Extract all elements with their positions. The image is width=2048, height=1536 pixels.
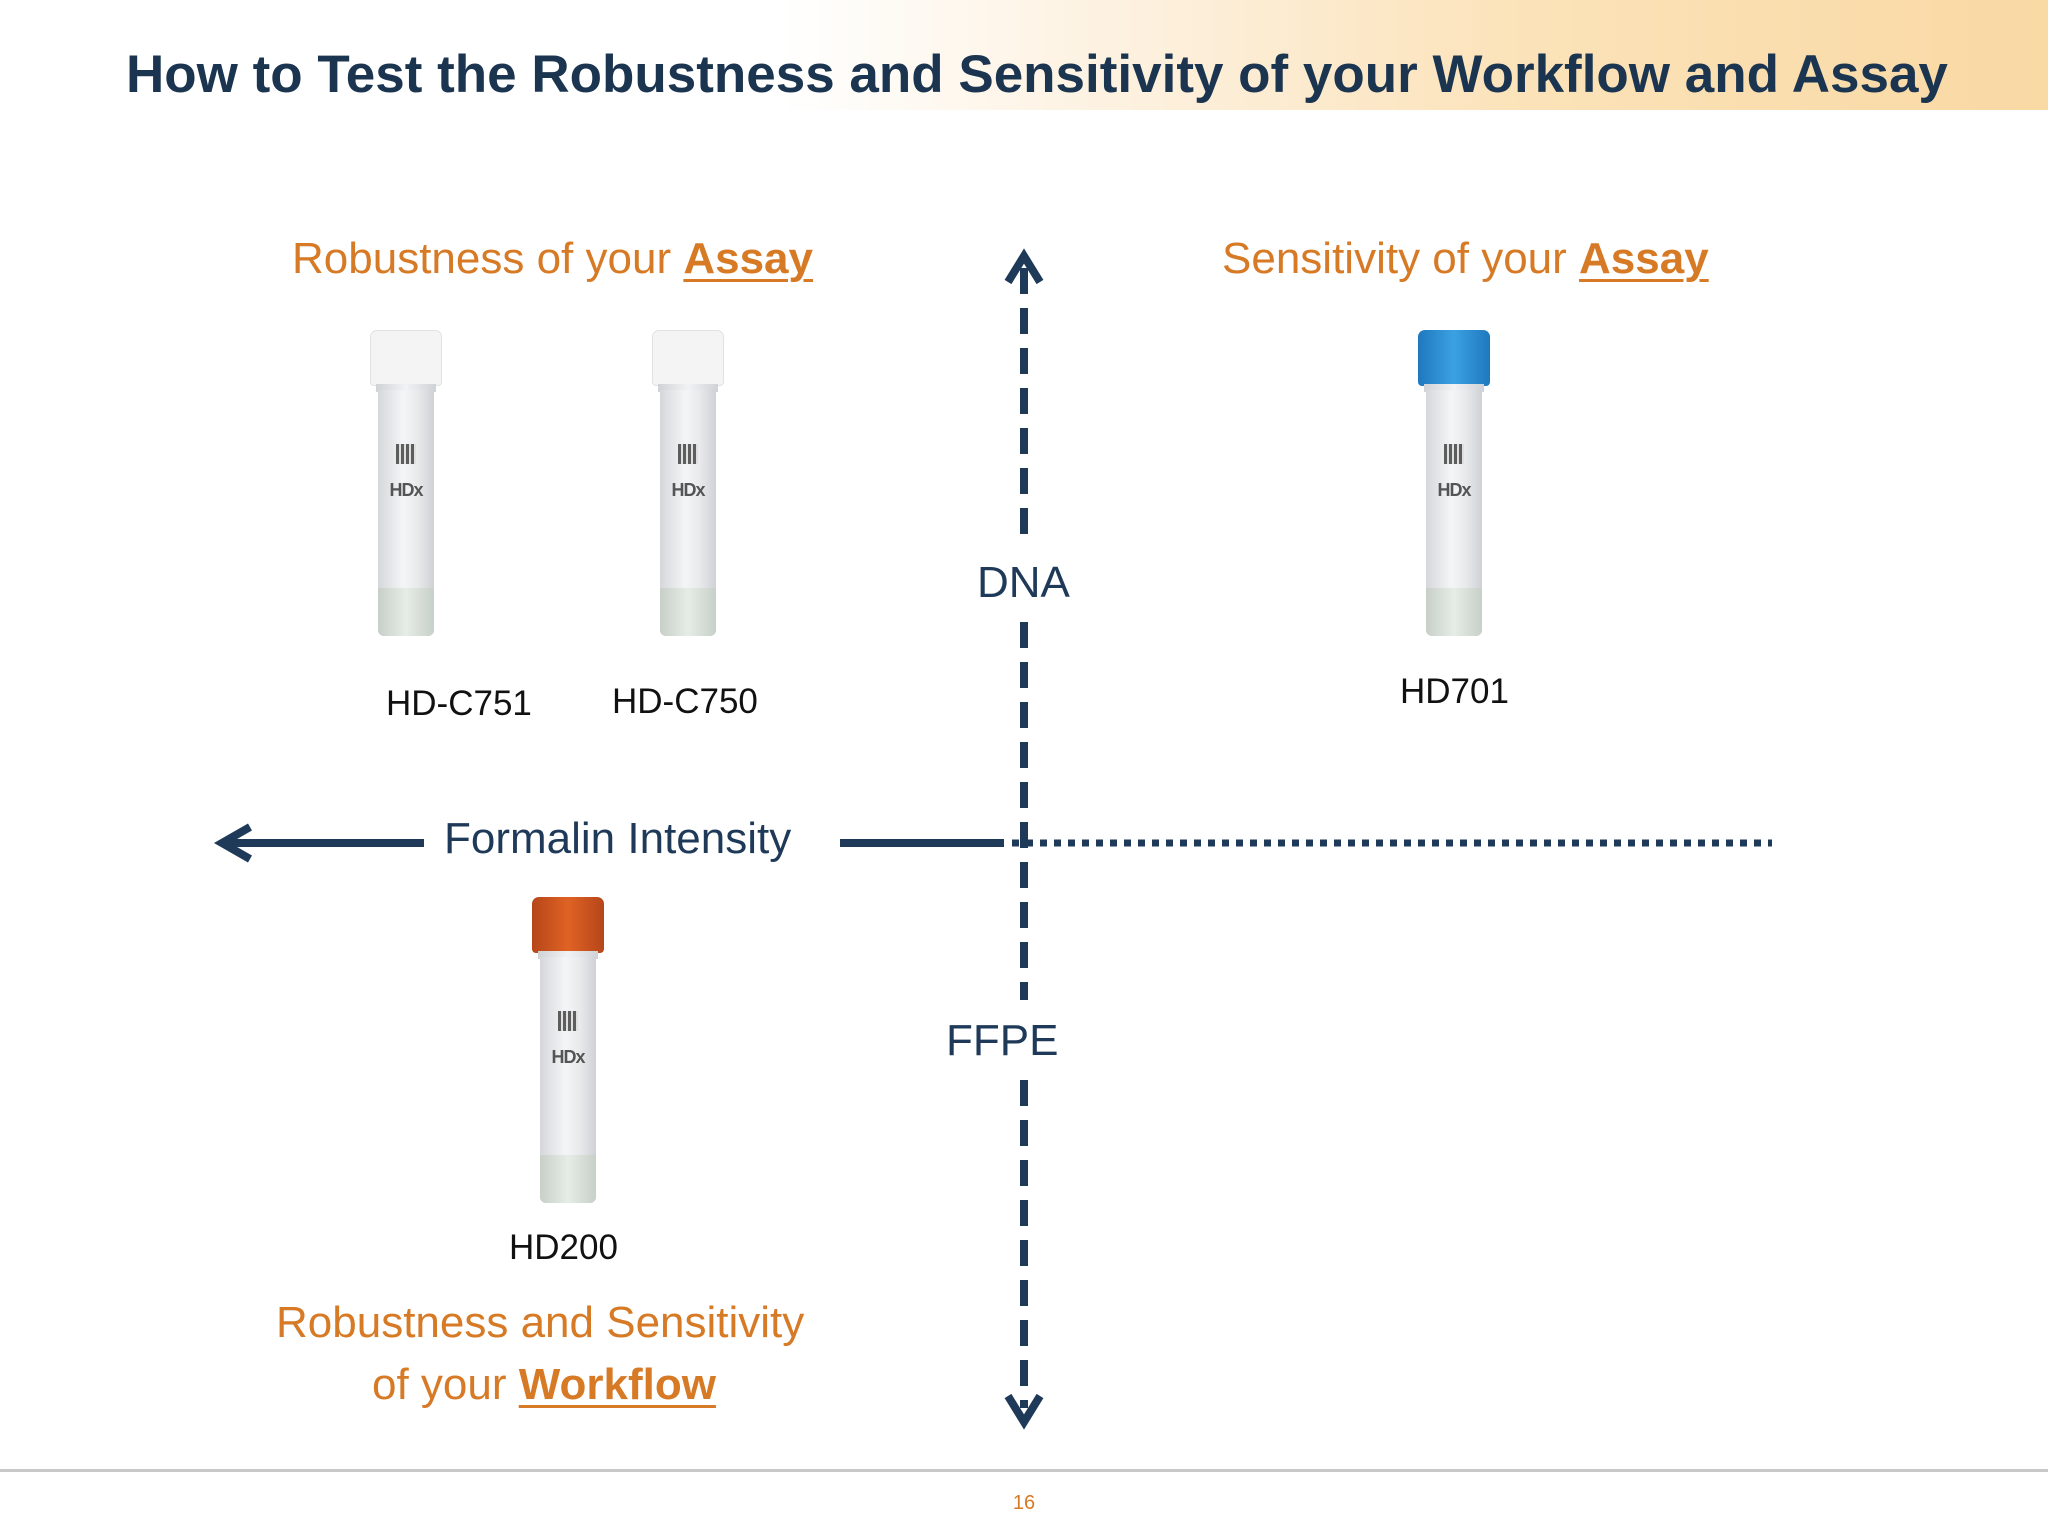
- tube-neck: [538, 951, 598, 959]
- tube-neck: [376, 384, 436, 392]
- ffpe-label: FFPE: [946, 1016, 1059, 1065]
- heading-sensitivity-assay: Sensitivity of your Assay: [1222, 234, 1709, 284]
- dna-label: DNA: [977, 558, 1070, 607]
- heading-emphasis: Assay: [683, 234, 813, 283]
- heading-emphasis: Workflow: [518, 1360, 716, 1409]
- tube-hd-c750: HDx: [652, 330, 724, 636]
- footer-divider: [0, 1469, 2048, 1472]
- tube-cap: [370, 330, 442, 386]
- tube-hd-c751: HDx: [370, 330, 442, 636]
- qr-code-icon: [396, 444, 416, 464]
- vertical-arrowhead-down: [1004, 1393, 1044, 1430]
- tube-cap: [652, 330, 724, 386]
- vertical-arrowhead-up: [1004, 248, 1044, 285]
- tube-liquid: [540, 1155, 596, 1203]
- tube-liquid: [660, 588, 716, 636]
- heading-prefix: of your: [372, 1360, 519, 1409]
- header-band: [0, 0, 2048, 110]
- horizontal-arrowhead-left: [213, 823, 252, 863]
- tube-hd701: HDx: [1418, 330, 1490, 636]
- heading-workflow-line2: of your Workflow: [372, 1360, 716, 1410]
- heading-workflow-line1: Robustness and Sensitivity: [276, 1298, 805, 1347]
- brand-logo: HDx: [671, 480, 705, 500]
- product-label-hd-c751: HD-C751: [386, 684, 532, 723]
- tube-neck: [658, 384, 718, 392]
- tube-liquid: [378, 588, 434, 636]
- tube-cap: [532, 897, 604, 953]
- tube-cap: [1418, 330, 1490, 386]
- heading-robustness-assay: Robustness of your Assay: [292, 234, 813, 284]
- tube-hd200: HDx: [532, 897, 604, 1203]
- axes-diagram: [213, 248, 1772, 1430]
- formalin-intensity-label: Formalin Intensity: [444, 814, 792, 863]
- product-label-hd200: HD200: [509, 1228, 618, 1267]
- page-number: 16: [1012, 1492, 1036, 1514]
- qr-code-icon: [678, 444, 698, 464]
- tube-liquid: [1426, 588, 1482, 636]
- qr-code-icon: [558, 1011, 578, 1031]
- slide-title: How to Test the Robustness and Sensitivi…: [126, 45, 1948, 104]
- tube-neck: [1424, 384, 1484, 392]
- brand-logo: HDx: [551, 1047, 585, 1067]
- heading-prefix: Sensitivity of your: [1222, 234, 1580, 283]
- brand-logo: HDx: [1437, 480, 1471, 500]
- qr-code-icon: [1444, 444, 1464, 464]
- brand-logo: HDx: [389, 480, 423, 500]
- product-label-hd-c750: HD-C750: [612, 682, 758, 721]
- heading-prefix: Robustness of your: [292, 234, 684, 283]
- heading-emphasis: Assay: [1579, 234, 1709, 283]
- product-label-hd701: HD701: [1400, 672, 1509, 711]
